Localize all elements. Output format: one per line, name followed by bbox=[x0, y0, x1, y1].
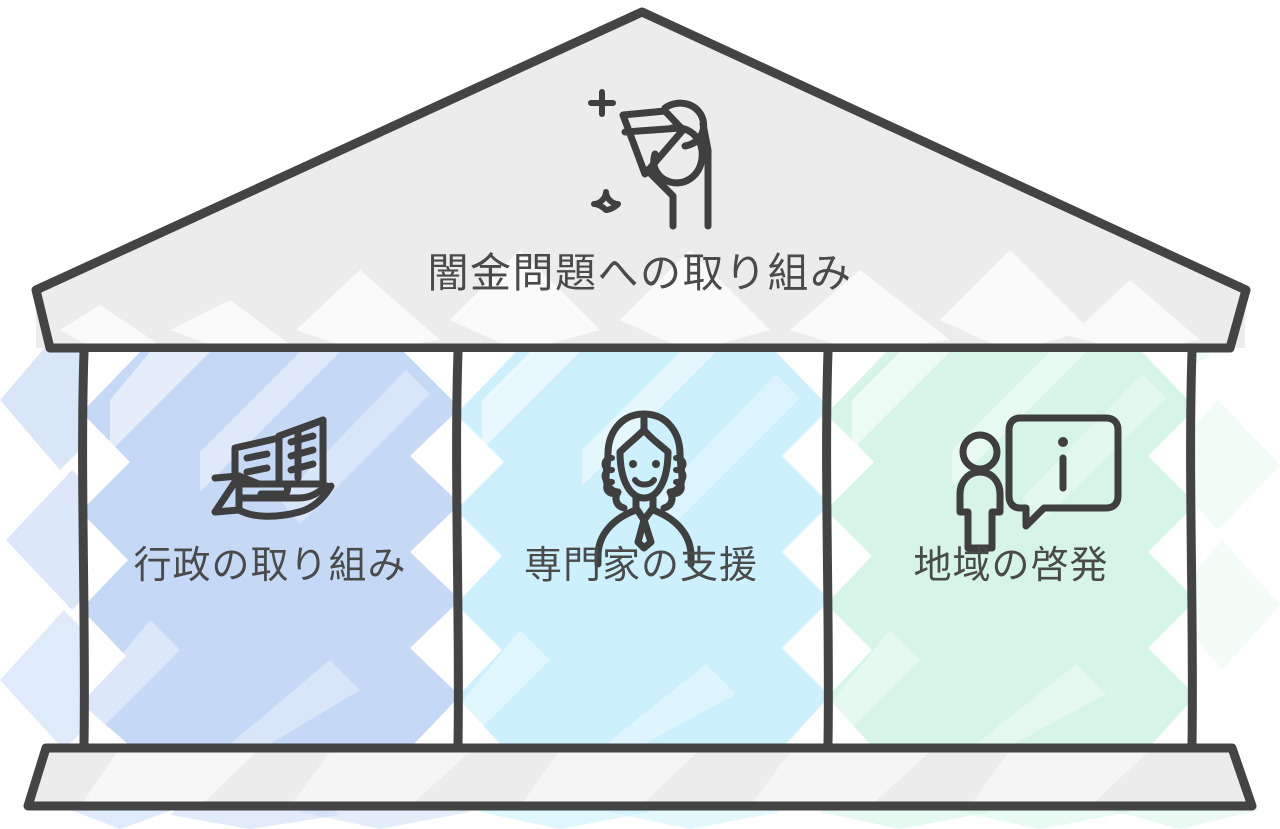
expert-person-icon bbox=[594, 410, 695, 568]
column-1-label: 行政の取り組み bbox=[133, 543, 406, 587]
pediment-texture bbox=[60, 250, 1200, 348]
base-plinth bbox=[23, 743, 1257, 811]
hand-holding-buildings-icon bbox=[211, 416, 335, 520]
base-outline bbox=[23, 743, 1257, 811]
pillar-right-edge bbox=[1186, 347, 1197, 749]
column-expert-support[interactable]: 専門家の支援 bbox=[460, 352, 826, 744]
column-2-texture bbox=[460, 352, 826, 744]
hand-holding-gem-icon bbox=[588, 89, 712, 230]
pediment bbox=[31, 7, 1251, 353]
divider-2 bbox=[822, 347, 833, 749]
pillar-left-edge bbox=[78, 347, 89, 749]
column-2-label: 専門家の支援 bbox=[524, 543, 758, 587]
column-administration[interactable]: 行政の取り組み bbox=[84, 352, 456, 744]
pediment-fill bbox=[36, 12, 1245, 348]
column-3-fill bbox=[830, 352, 1192, 744]
divider-1 bbox=[452, 347, 463, 749]
person-info-bubble-icon bbox=[956, 414, 1122, 552]
pediment-outline bbox=[31, 7, 1251, 353]
column-community-awareness[interactable]: 地域の啓発 bbox=[830, 352, 1192, 744]
column-outlines bbox=[78, 347, 1197, 749]
column-3-label: 地域の啓発 bbox=[913, 543, 1108, 587]
base-texture bbox=[80, 748, 1150, 806]
column-1-fill bbox=[84, 352, 456, 744]
page-title: 闇金問題への取り組み bbox=[428, 249, 853, 297]
